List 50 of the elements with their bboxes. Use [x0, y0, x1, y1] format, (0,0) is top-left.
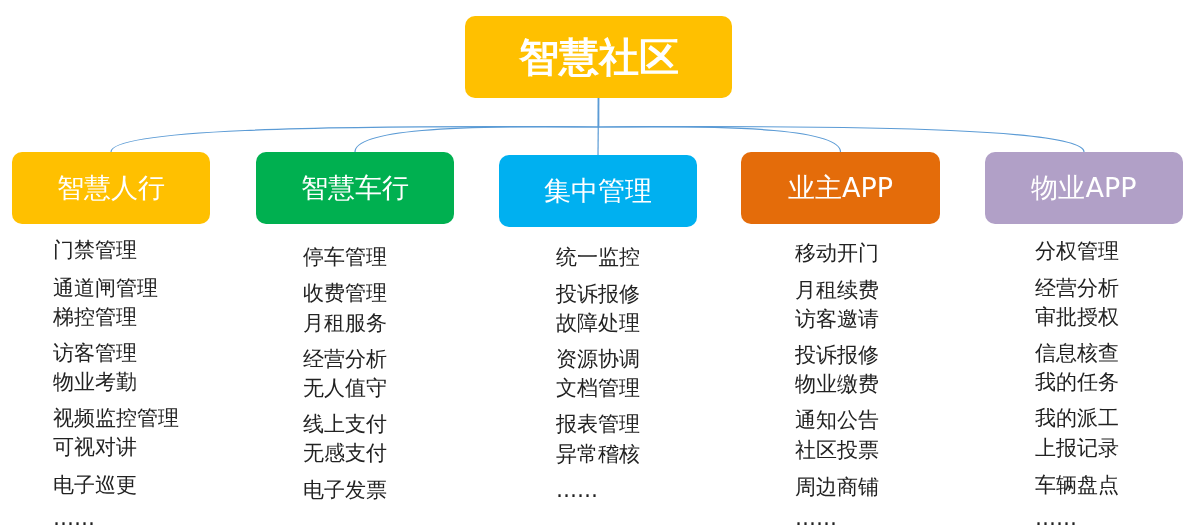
- list-item: 线上支付: [303, 411, 387, 437]
- list-item: 投诉报修: [556, 281, 640, 307]
- list-item: ……: [556, 477, 598, 503]
- list-item: 通知公告: [795, 407, 879, 433]
- list-item: 上报记录: [1035, 435, 1119, 461]
- list-item: 月租服务: [303, 310, 387, 336]
- list-item: 梯控管理: [53, 304, 137, 330]
- list-item: 电子发票: [303, 477, 387, 503]
- list-item: 访客管理: [53, 340, 137, 366]
- list-item: ……: [795, 505, 837, 527]
- list-item: 通道闸管理: [53, 275, 158, 301]
- list-item: 车辆盘点: [1035, 472, 1119, 498]
- list-item: 社区投票: [795, 437, 879, 463]
- list-item: 报表管理: [556, 411, 640, 437]
- title-box: 智慧社区: [465, 16, 732, 98]
- list-item: 无人值守: [303, 375, 387, 401]
- list-item: 经营分析: [1035, 275, 1119, 301]
- list-item: 信息核查: [1035, 340, 1119, 366]
- list-item: 经营分析: [303, 346, 387, 372]
- list-item: ……: [53, 505, 95, 527]
- category-box: 集中管理: [499, 155, 697, 227]
- list-item: 资源协调: [556, 346, 640, 372]
- list-item: 物业缴费: [795, 371, 879, 397]
- list-item: 周边商铺: [795, 474, 879, 500]
- list-item: 可视对讲: [53, 434, 137, 460]
- connector-line: [597, 97, 1085, 153]
- list-item: 停车管理: [303, 244, 387, 270]
- list-item: 电子巡更: [53, 472, 137, 498]
- list-item: 收费管理: [303, 280, 387, 306]
- list-item: 异常稽核: [556, 441, 640, 467]
- list-item: 投诉报修: [795, 342, 879, 368]
- list-item: 分权管理: [1035, 238, 1119, 264]
- list-item: ……: [1035, 505, 1077, 527]
- category-box: 物业APP: [985, 152, 1183, 224]
- list-item: 视频监控管理: [53, 405, 179, 431]
- category-box: 业主APP: [741, 152, 940, 224]
- category-box: 智慧人行: [12, 152, 210, 224]
- list-item: 审批授权: [1035, 304, 1119, 330]
- list-item: 统一监控: [556, 244, 640, 270]
- list-item: 移动开门: [795, 240, 879, 266]
- category-box: 智慧车行: [256, 152, 454, 224]
- list-item: 访客邀请: [795, 306, 879, 332]
- list-item: 无感支付: [303, 440, 387, 466]
- list-item: 故障处理: [556, 310, 640, 336]
- list-item: 门禁管理: [53, 237, 137, 263]
- list-item: 文档管理: [556, 375, 640, 401]
- list-item: 我的派工: [1035, 405, 1119, 431]
- list-item: 我的任务: [1035, 369, 1119, 395]
- list-item: 月租续费: [795, 277, 879, 303]
- list-item: 物业考勤: [53, 369, 137, 395]
